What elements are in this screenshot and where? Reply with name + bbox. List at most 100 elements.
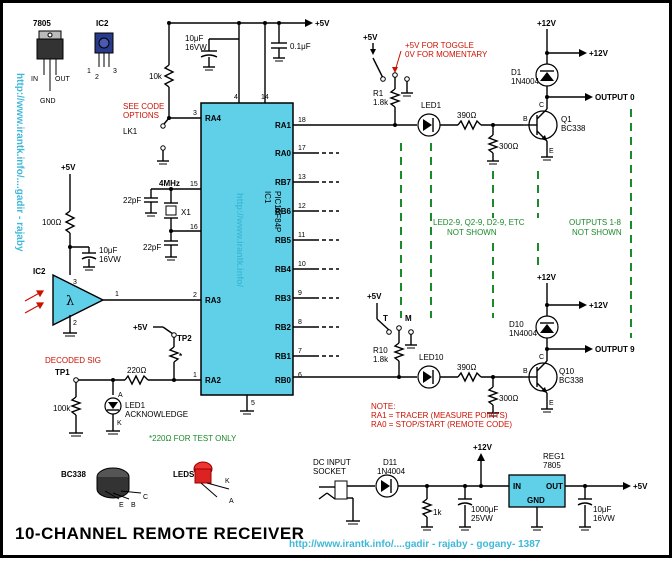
note-line-1: RA1 = TRACER (MEASURE POINTS) bbox=[371, 411, 508, 420]
d10-label-2: 1N4004 bbox=[509, 329, 538, 338]
c22pf-2-label: 22pF bbox=[143, 243, 161, 252]
r390-ch0-label: 390Ω bbox=[457, 111, 476, 120]
ic1-top-pin-4: 4 bbox=[234, 94, 238, 101]
outputs-note-1: OUTPUTS 1-8 bbox=[569, 218, 622, 227]
ic1-pin-num-2: 2 bbox=[193, 292, 197, 299]
ch9-5v-label: +5V bbox=[367, 292, 382, 301]
ic1-pin-ra2: RA2 bbox=[205, 376, 222, 385]
ic1-pin-num-15: 15 bbox=[190, 181, 198, 188]
ic1-pin-num-3: 3 bbox=[193, 110, 197, 117]
watermark-left: http://www.irantk.info/....gadir - rajab… bbox=[14, 73, 25, 252]
led1-ack-cathode: K bbox=[117, 420, 122, 427]
q10-label-2: BC338 bbox=[559, 376, 584, 385]
regulator-pin-out: OUT bbox=[55, 76, 71, 83]
c-1000uf-label-2: 25VW bbox=[471, 514, 493, 523]
c-10uf-ic2-label-1: 10μF bbox=[99, 246, 118, 255]
q10-base-label: B bbox=[523, 368, 528, 375]
q1-emitter-label: E bbox=[549, 148, 554, 155]
sensor-pin-3: 3 bbox=[113, 68, 117, 75]
ic2-5v-label: +5V bbox=[61, 163, 76, 172]
reg1-body bbox=[508, 474, 566, 508]
ir-sensor-package: IC2 1 2 3 bbox=[87, 19, 117, 81]
ic2-pin-1: 1 bbox=[115, 291, 119, 298]
leds-pinout-label: LEDS bbox=[173, 470, 195, 479]
reg1-label-1: REG1 bbox=[543, 452, 565, 461]
c22pf-1-label: 22pF bbox=[123, 196, 141, 205]
ic1-pin-num-10: 10 bbox=[298, 261, 306, 268]
test-resistor-note: *220Ω FOR TEST ONLY bbox=[149, 434, 237, 443]
crystal-freq-label: 4MHz bbox=[159, 179, 180, 188]
r10-label-1: R10 bbox=[373, 346, 388, 355]
ic1-pin-rb1: RB1 bbox=[275, 352, 292, 361]
watermark-ic: http://www.irantk.info/ bbox=[235, 193, 245, 288]
see-code-label-1: SEE CODE bbox=[123, 102, 164, 111]
ic1-pin-ra0: RA0 bbox=[275, 149, 292, 158]
c-10uf-top-label-2: 16VW bbox=[185, 43, 207, 52]
ic1-pin-ra4: RA4 bbox=[205, 114, 222, 123]
regulator-7805-package: 7805 IN OUT GND bbox=[31, 19, 71, 105]
ic2-label: IC2 bbox=[33, 267, 46, 276]
ic1-pin-rb0: RB0 bbox=[275, 376, 292, 385]
outputs-note-2: NOT SHOWN bbox=[572, 228, 622, 237]
ic1-pin-rb3: RB3 bbox=[275, 294, 292, 303]
ic2-pin-3: 3 bbox=[73, 279, 77, 286]
sensor-pin-1: 1 bbox=[87, 68, 91, 75]
output9-label: OUTPUT 9 bbox=[595, 345, 635, 354]
r-1k-label: 1k bbox=[433, 508, 442, 517]
reg1-pin-gnd: GND bbox=[527, 496, 545, 505]
r300-ch0-label: 300Ω bbox=[499, 142, 518, 151]
ic1-pin-num-13: 13 bbox=[298, 174, 306, 181]
q1-label-1: Q1 bbox=[561, 115, 572, 124]
regulator-pin-gnd: GND bbox=[40, 98, 56, 105]
psu-12v-label: +12V bbox=[473, 443, 493, 452]
decoded-sig-label: DECODED SIG bbox=[45, 356, 101, 365]
ir-light-icon bbox=[24, 290, 45, 314]
top-5v-label: +5V bbox=[315, 19, 330, 28]
led1-ack-label-2: ACKNOWLEDGE bbox=[125, 410, 188, 419]
q1-collector-label: C bbox=[539, 102, 544, 109]
crystal-x1: 4MHz X1 22pF 22pF bbox=[123, 179, 201, 261]
q1-label-2: BC338 bbox=[561, 124, 586, 133]
led-pin-a: A bbox=[229, 498, 234, 505]
psu-5v-label: +5V bbox=[633, 482, 648, 491]
dc-socket-icon bbox=[318, 480, 348, 500]
note-heading: NOTE: bbox=[371, 402, 395, 411]
d11-label-2: 1N4004 bbox=[377, 467, 406, 476]
output0-label: OUTPUT 0 bbox=[595, 93, 635, 102]
crystal-label: X1 bbox=[181, 208, 191, 217]
d1-label-2: 1N4004 bbox=[511, 77, 540, 86]
d10-label-1: D10 bbox=[509, 320, 524, 329]
r1-label-2: 1.8k bbox=[373, 98, 389, 107]
omitted-channels-indicator: LED2-9, Q2-9, D2-9, ETC NOT SHOWN OUTPUT… bbox=[400, 109, 632, 338]
r1-label-1: R1 bbox=[373, 89, 384, 98]
ch0-12v-right-label: +12V bbox=[589, 49, 609, 58]
top-5v-rail: +5V 10k 10μF 16VW 0.1μF bbox=[149, 19, 330, 120]
output-channel-0: +5V +5V FOR TOGGLE 0V FOR MOMENTARY R1 1… bbox=[293, 19, 635, 165]
ic1-pin-rb4: RB4 bbox=[275, 265, 292, 274]
d1-label-1: D1 bbox=[511, 68, 522, 77]
led-pin-k: K bbox=[225, 478, 230, 485]
r390-ch9-label: 390Ω bbox=[457, 363, 476, 372]
switch-m-label: M bbox=[405, 314, 412, 323]
ir-receiver-triangle bbox=[52, 273, 105, 327]
ic1-pin-rb5: RB5 bbox=[275, 236, 292, 245]
ic1-pin-num-6: 6 bbox=[298, 372, 302, 379]
ic1-pin-num-18: 18 bbox=[298, 117, 306, 124]
q1-base-label: B bbox=[523, 116, 528, 123]
ic1-body bbox=[200, 102, 294, 396]
led1-label: LED1 bbox=[421, 101, 442, 110]
led-channels-note-2: NOT SHOWN bbox=[447, 228, 497, 237]
sensor-pin-2: 2 bbox=[95, 74, 99, 81]
ic1-bottom-pin-5: 5 bbox=[251, 400, 255, 407]
r-220-label: 220Ω bbox=[127, 366, 146, 375]
q10-collector-label: C bbox=[539, 354, 544, 361]
ch9-12v-right-label: +12V bbox=[589, 301, 609, 310]
power-supply: DC INPUT SOCKET D11 1N4004 1k bbox=[313, 443, 648, 531]
c-01uf-label: 0.1μF bbox=[290, 42, 311, 51]
ra2-input-network: +5V TP2 * DECODED SIG TP1 220Ω 100k A K bbox=[45, 323, 237, 443]
led-pinout: LEDS K A bbox=[173, 461, 234, 505]
r300-ch9-label: 300Ω bbox=[499, 394, 518, 403]
see-code-label-2: OPTIONS bbox=[123, 111, 159, 120]
ic1-pin-num-12: 12 bbox=[298, 203, 306, 210]
diagram-title: 10-CHANNEL REMOTE RECEIVER bbox=[15, 524, 304, 543]
